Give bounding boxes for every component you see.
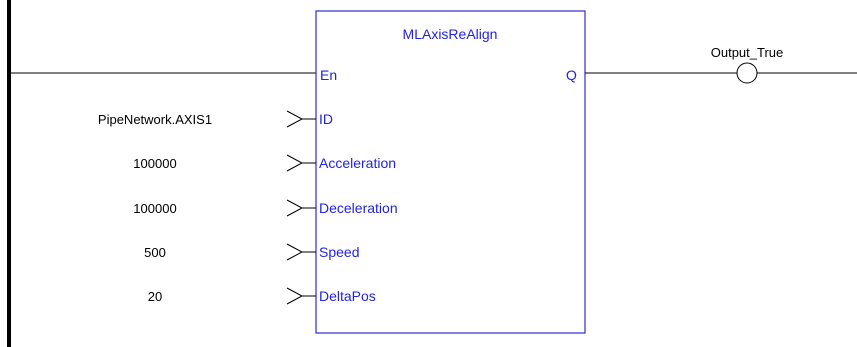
pin-q: Q [566,67,577,83]
input-value[interactable]: 500 [144,245,166,260]
coil-label: Output_True [711,45,784,60]
input-pin-label: ID [319,111,333,127]
input-connector [286,110,316,128]
input-connector [286,243,316,261]
input-connector [286,154,316,172]
input-connector [286,287,316,305]
input-value[interactable]: PipeNetwork.AXIS1 [98,112,212,127]
function-block[interactable] [315,10,586,334]
input-connector [286,199,316,217]
input-pin-label: Acceleration [319,155,396,171]
coil-contact[interactable] [736,62,758,84]
input-value[interactable]: 100000 [133,156,176,171]
input-pin-label: Deceleration [319,200,398,216]
power-rail [7,0,11,347]
input-pin-label: Speed [319,244,359,260]
input-rows: PipeNetwork.AXIS1 ID 100000 Acceleration 100… [98,110,398,305]
pin-en: En [320,67,337,83]
input-value[interactable]: 100000 [133,201,176,216]
input-pin-label: DeltaPos [319,288,376,304]
block-title: MLAxisReAlign [403,26,498,42]
input-value[interactable]: 20 [148,289,162,304]
